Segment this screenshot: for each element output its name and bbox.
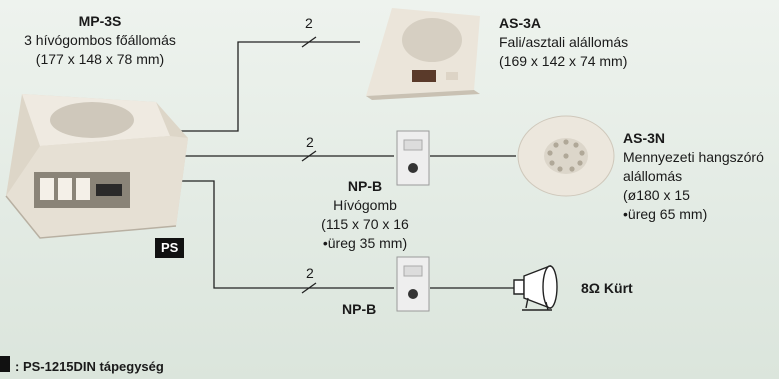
wire-count-label: 2 bbox=[305, 14, 313, 33]
as3a-dims: (169 x 142 x 74 mm) bbox=[499, 52, 628, 71]
power-supply-badge: PS bbox=[155, 238, 184, 258]
as3n-speaker-image bbox=[516, 112, 616, 200]
as3n-model-label: AS-3N bbox=[623, 129, 764, 148]
as3n-desc: alállomás bbox=[623, 167, 764, 186]
npb-1-desc: Hívógomb bbox=[310, 196, 420, 215]
npb-1-caption: NP-B Hívógomb (115 x 70 x 16 •üreg 35 mm… bbox=[310, 177, 420, 253]
call-button-image bbox=[396, 256, 430, 312]
wire-count-label: 2 bbox=[306, 264, 314, 283]
npb-1-model-label: NP-B bbox=[310, 177, 420, 196]
npb-1-dims: •üreg 35 mm) bbox=[310, 234, 420, 253]
horn-speaker-icon bbox=[506, 262, 566, 312]
as3a-desc: Fali/asztali alállomás bbox=[499, 33, 628, 52]
master-station-caption: MP-3S 3 hívógombos főállomás (177 x 148 … bbox=[0, 12, 200, 69]
master-desc: 3 hívógombos főállomás bbox=[0, 31, 200, 50]
as3a-model-label: AS-3A bbox=[499, 14, 628, 33]
npb-2-model-label: NP-B bbox=[342, 300, 376, 319]
master-model-label: MP-3S bbox=[0, 12, 200, 31]
as3n-dims: •üreg 65 mm) bbox=[623, 205, 764, 224]
as3a-caption: AS-3A Fali/asztali alállomás (169 x 142 … bbox=[499, 14, 628, 71]
as3a-station-image bbox=[362, 4, 486, 100]
as3n-caption: AS-3N Mennyezeti hangszóró alállomás (ø1… bbox=[623, 129, 764, 224]
horn-label: 8Ω Kürt bbox=[581, 279, 633, 298]
legend-marker bbox=[0, 356, 10, 372]
as3n-desc: Mennyezeti hangszóró bbox=[623, 148, 764, 167]
legend-text: : PS-1215DIN tápegység bbox=[15, 357, 164, 376]
as3n-dims: (ø180 x 15 bbox=[623, 186, 764, 205]
master-station-image bbox=[0, 88, 200, 244]
wire-count-label: 2 bbox=[306, 133, 314, 152]
npb-1-dims: (115 x 70 x 16 bbox=[310, 215, 420, 234]
master-dims: (177 x 148 x 78 mm) bbox=[0, 50, 200, 69]
wire-master-to-as3a bbox=[180, 42, 360, 131]
